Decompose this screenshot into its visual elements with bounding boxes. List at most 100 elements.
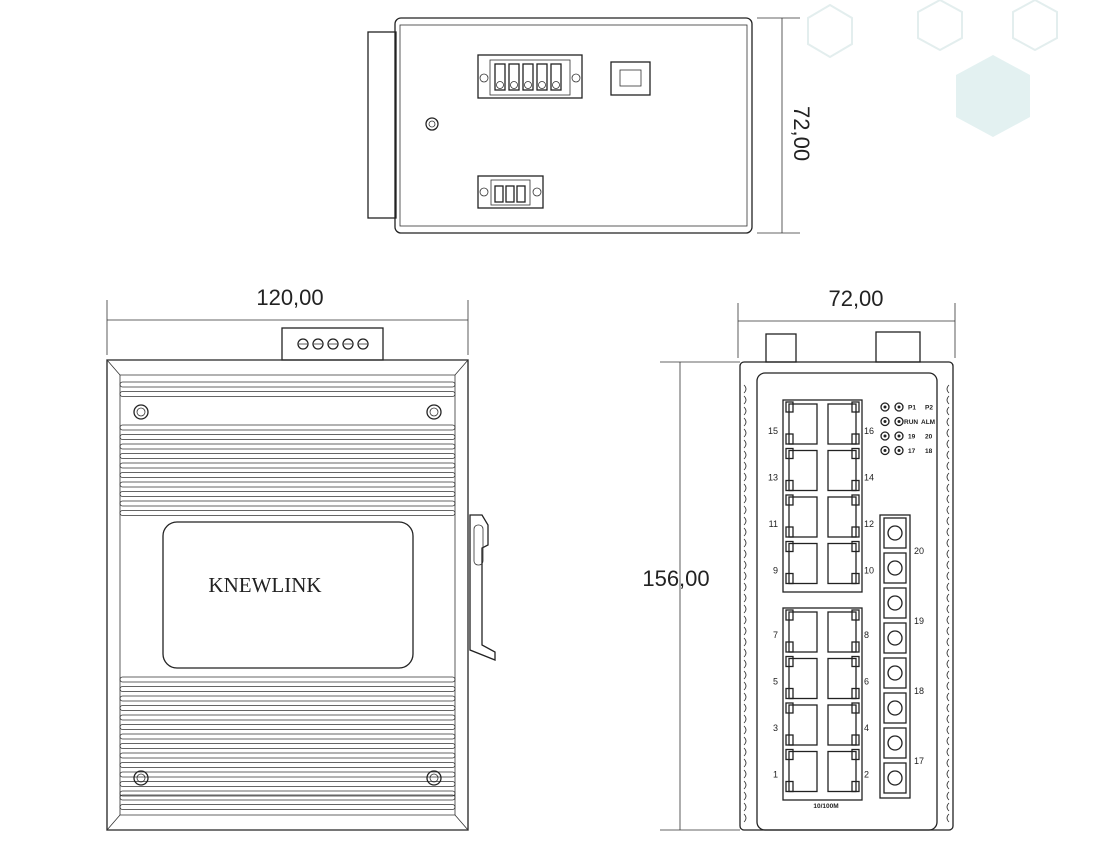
rj45-port[interactable] [827,449,857,492]
cooling-fin [119,790,456,797]
cooling-fin [119,391,456,397]
terminal-block-3pin [477,175,544,209]
cooling-fin [119,752,456,759]
ground-screw [425,117,439,131]
cooling-fin [119,491,456,497]
port-label: 11 [769,519,778,529]
port-label: 1 [773,770,778,780]
port-label: 14 [864,473,874,483]
rj45-port[interactable] [788,657,818,700]
rj45-port[interactable] [788,496,818,538]
cooling-fin [119,676,456,683]
rj45-port[interactable] [827,496,857,538]
screws [133,404,442,786]
port-label: 5 [773,677,778,687]
port-label: 7 [773,630,778,640]
rj45-console-port [610,61,651,96]
port-label: 2 [864,770,869,780]
cooling-fin [119,762,456,768]
cooling-fin [119,771,456,778]
fiber-label: 19 [914,616,924,626]
port-label: 13 [768,473,778,483]
port-label: 9 [773,566,778,576]
terminal-screw [312,338,324,350]
fiber-column [879,514,911,799]
port-label: 10 [864,566,874,576]
fiber-port[interactable] [883,622,907,654]
cooling-fin [119,733,456,740]
cooling-fin [119,481,456,488]
cooling-fin [119,686,456,692]
led-label: RUN [904,419,918,426]
fiber-label: 20 [914,546,924,556]
fiber-port[interactable] [883,692,907,724]
rj45-port[interactable] [788,542,818,585]
port-label: 4 [864,723,869,733]
led-indicator [894,402,904,412]
rj45-port[interactable] [788,704,818,746]
rj45-port[interactable] [827,657,857,700]
led-indicator [880,402,890,412]
terminal-screw [357,338,369,350]
fiber-port[interactable] [883,657,907,689]
terminal-screw [297,338,309,350]
led-indicator [894,431,904,441]
din-rail-clip [469,514,496,661]
cooling-fin [119,781,456,787]
terminal-pin [508,63,520,91]
fiber-label: 17 [914,756,924,766]
cooling-fin [119,472,456,478]
led-indicator [880,431,890,441]
cooling-fin [119,500,456,507]
cooling-fin [119,804,456,810]
fiber-port[interactable] [883,762,907,794]
cooling-fin [119,453,456,459]
led-label: P2 [925,405,933,412]
terminal-pin [522,63,534,91]
top-view: 72,00 [367,17,814,234]
speed-label: 10/100M [813,803,838,810]
front-width-label: 120,00 [256,285,323,310]
led-indicator [880,445,890,456]
terminal-block-5pin [477,54,583,99]
cooling-fin [119,695,456,702]
rj45-port[interactable] [827,542,857,585]
led-indicator [894,416,904,427]
led-indicator [894,445,904,456]
port-label: 6 [864,677,869,687]
led-indicator [880,416,890,427]
fiber-port[interactable] [883,727,907,759]
rj45-port[interactable] [827,704,857,746]
fiber-port[interactable] [883,517,907,549]
fiber-port[interactable] [883,587,907,619]
background-hexagons [807,0,1058,137]
cooling-fin [119,794,456,801]
fiber-port[interactable] [883,552,907,584]
rj45-port[interactable] [827,750,857,793]
cooling-fin [119,434,456,440]
led-label: ALM [921,419,935,426]
brand-logo: KNEWLINK [208,573,321,597]
rj45-port[interactable] [788,750,818,793]
port-label: 3 [773,723,778,733]
led-label: 19 [908,434,916,441]
rj45-port[interactable] [788,403,818,445]
terminal-pin [494,63,506,91]
side-width-label: 72,00 [828,286,883,311]
rj45-port[interactable] [827,403,857,445]
fiber-label: 18 [914,686,924,696]
cooling-fin [119,462,456,469]
side-height-label: 156,00 [642,566,709,591]
led-label: P1 [908,405,916,412]
rj45-port[interactable] [788,449,818,492]
rj45-port[interactable] [788,611,818,653]
port-label: 16 [864,426,874,436]
cooling-fin [119,743,456,749]
rj45-port[interactable] [827,611,857,653]
cooling-fin [119,705,456,711]
front-view: 120,00 KNEWLINK [106,285,496,831]
rj45-block-upper [782,399,863,593]
port-label: 15 [768,426,778,436]
